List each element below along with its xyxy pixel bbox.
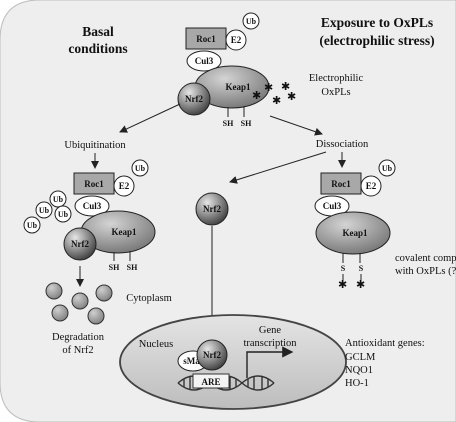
top-complex: Roc1 E2 Ub Cul3 Keap1 Nrf2 SH SH: [177, 12, 270, 128]
degradation-label-line2: of Nrf2: [62, 345, 93, 356]
electrophilic-label-line2: OxPLs: [321, 87, 350, 98]
arrow-to-dissociation: [269, 115, 323, 136]
sh-label: SH: [241, 119, 252, 128]
nuclear-nrf2-label: Nrf2: [203, 350, 221, 360]
s-label: S: [341, 264, 346, 273]
oxpl-star-icon: ✱: [281, 81, 290, 93]
stress-header-line1: Exposure to OxPLs: [321, 15, 433, 30]
keap1-label: Keap1: [111, 227, 137, 237]
cul3-label: Cul3: [323, 201, 342, 211]
gene-label-line1: Gene: [259, 325, 281, 336]
ub-circle: [131, 159, 149, 177]
roc1-label: Roc1: [331, 179, 351, 189]
electrophilic-label-line1: Electrophilic: [309, 73, 364, 84]
nuclear-nrf2-ball: [196, 339, 228, 371]
roc1-label: Roc1: [196, 34, 216, 44]
ub-circle: [378, 159, 396, 177]
nrf2-ball: [63, 227, 97, 261]
fragment: [71, 292, 89, 310]
covalent-label-line1: covalent complex: [395, 253, 456, 264]
stress-header-line2: (electrophilic stress): [319, 33, 434, 48]
ub-chain-label: Ub: [27, 221, 38, 230]
fragment: [45, 282, 63, 300]
oxpl-star-icon: ✱: [264, 82, 273, 94]
cytoplasm-label: Cytoplasm: [126, 293, 172, 304]
covalent-label-line2: with OxPLs (?): [395, 266, 456, 277]
sh-label: SH: [223, 119, 234, 128]
oxpl-stars: ✱ ✱ ✱ ✱ ✱: [252, 81, 296, 107]
ub-label: Ub: [135, 164, 146, 173]
ub-circle: [242, 12, 260, 30]
sh-label: SH: [127, 263, 138, 272]
basal-header-line2: conditions: [68, 41, 127, 56]
cul3-label: Cul3: [83, 201, 102, 211]
basal-header-line1: Basal: [82, 24, 114, 39]
ub-chain-label: Ub: [39, 206, 50, 215]
degradation-label-line1: Degradation: [52, 332, 105, 343]
keap1-ellipse: [315, 211, 391, 255]
degradation-fragments: [45, 282, 113, 325]
nrf2-label: Nrf2: [71, 239, 89, 249]
ub-chain-label: Ub: [58, 210, 69, 219]
ubiquitinated-complex: Roc1 E2 Ub Cul3 Keap1 Ub Ub Ub Ub Nrf2 S…: [23, 159, 156, 272]
ub-chain-circle: [54, 205, 72, 223]
fragment: [87, 307, 105, 325]
free-nrf2-label: Nrf2: [203, 204, 221, 214]
antioxidant-gene: NQO1: [345, 365, 373, 376]
ub-label: Ub: [246, 17, 257, 26]
ubiquitination-label: Ubiquitination: [64, 140, 126, 151]
nucleus-ellipse: [119, 314, 347, 410]
cul3-ellipse: [74, 195, 110, 217]
arrow-to-ubiquitination: [119, 103, 181, 133]
ub-chain-circle: [35, 201, 53, 219]
e2-label: E2: [366, 181, 377, 191]
oxpl-star-icon: ✱: [338, 279, 347, 291]
ub-chain-label: Ub: [53, 195, 64, 204]
oxpl-star-icon: ✱: [252, 90, 261, 102]
e2-circle: [360, 175, 382, 197]
keap1-label: Keap1: [225, 82, 251, 92]
keap1-label: Keap1: [342, 228, 368, 238]
oxpl-star-icon: ✱: [356, 279, 365, 291]
nrf2-ball: [177, 82, 211, 116]
ub-chain-circle: [49, 190, 67, 208]
nrf2-label: Nrf2: [185, 94, 203, 104]
dissociation-label: Dissociation: [316, 139, 369, 150]
fragment: [51, 304, 69, 322]
ub-chain-circle: [23, 216, 41, 234]
s-label: S: [359, 264, 364, 273]
cul3-ellipse: [186, 50, 222, 72]
gene-label-line2: transcription: [243, 338, 297, 349]
e2-label: E2: [231, 35, 242, 45]
are-box: [192, 373, 230, 389]
e2-circle: [113, 175, 135, 197]
roc1-label: Roc1: [84, 179, 104, 189]
ub-label: Ub: [382, 164, 393, 173]
oxpl-star-icon: ✱: [287, 91, 296, 103]
covalent-complex: Roc1 E2 Ub Cul3 Keap1 S S ✱ ✱: [314, 159, 396, 291]
are-label: ARE: [201, 377, 220, 387]
antioxidant-title: Antioxidant genes:: [345, 338, 425, 349]
cul3-label: Cul3: [195, 56, 214, 66]
antioxidant-gene: HO-1: [345, 378, 369, 389]
fragment: [95, 284, 113, 302]
transcription-arrow: [246, 346, 294, 378]
smaf-label: sMaf: [183, 356, 203, 366]
antioxidant-gene: GCLM: [345, 352, 376, 363]
e2-label: E2: [119, 181, 130, 191]
e2-circle: [225, 29, 247, 51]
arrow-to-free-nrf2: [229, 151, 327, 184]
nucleus-label: Nucleus: [139, 339, 173, 350]
free-nrf2-ball: [195, 192, 229, 226]
sh-label: SH: [109, 263, 120, 272]
oxpl-star-icon: ✱: [272, 95, 281, 107]
